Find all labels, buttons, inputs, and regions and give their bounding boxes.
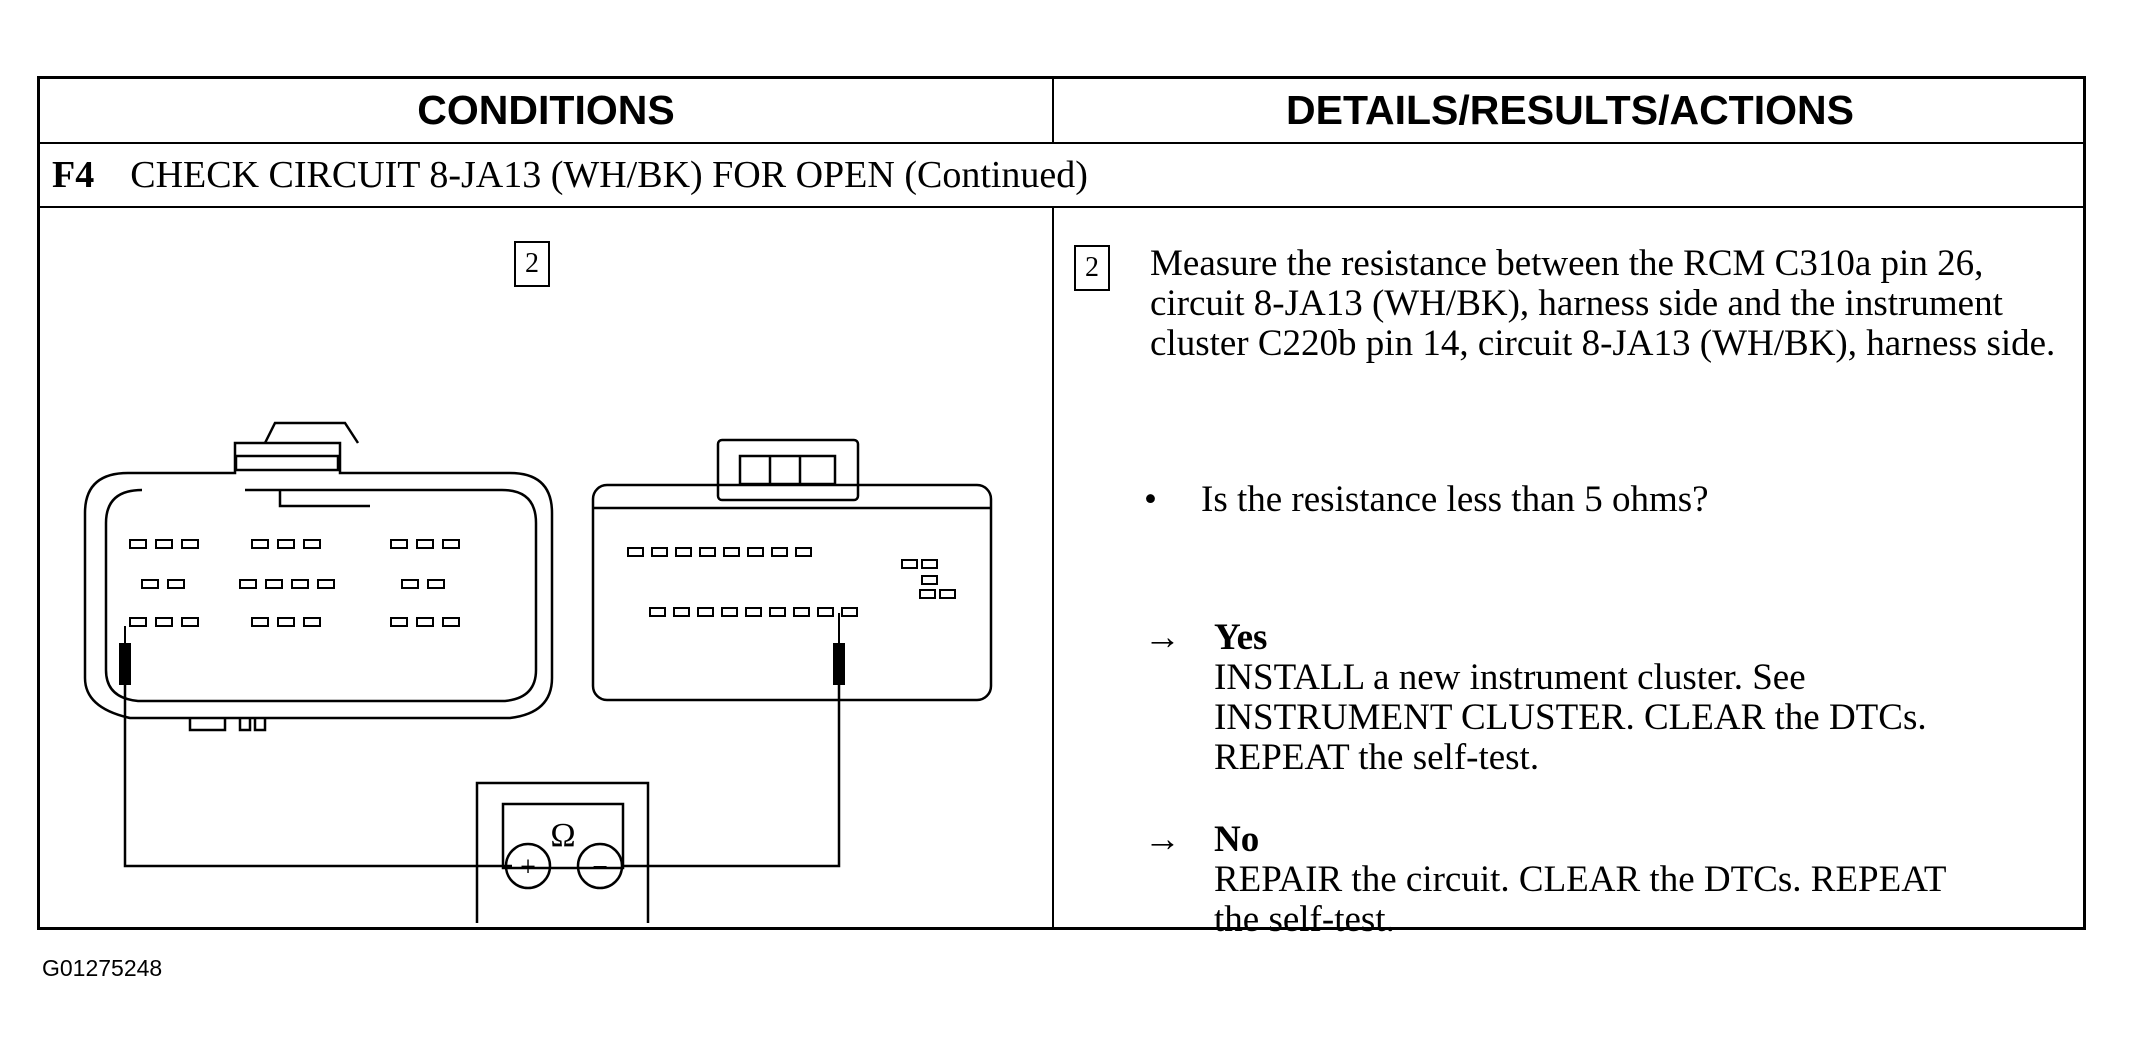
no-outcome: → No REPAIR the circuit. CLEAR the DTCs.…	[1144, 820, 1974, 940]
minus-terminal: −	[592, 852, 608, 883]
detail-step-number: 2	[1074, 245, 1110, 291]
bullet: •	[1144, 479, 1157, 520]
measure-instruction: Measure the resistance between the RCM C…	[1150, 243, 2056, 364]
details-header: DETAILS/RESULTS/ACTIONS	[1054, 79, 2086, 144]
yes-action: INSTALL a new instrument cluster. See IN…	[1214, 657, 1927, 778]
conditions-cell: 2	[40, 208, 1054, 927]
yes-label: Yes	[1214, 617, 1268, 658]
instrument-cluster-connector-icon	[591, 438, 993, 702]
rcm-connector-icon	[83, 421, 554, 732]
details-cell: 2 Measure the resistance between the RCM…	[1054, 208, 2083, 940]
plus-terminal: +	[520, 852, 536, 883]
no-label: No	[1214, 819, 1260, 860]
step-title-row: F4 CHECK CIRCUIT 8-JA13 (WH/BK) FOR OPEN…	[40, 144, 2083, 208]
question-text: Is the resistance less than 5 ohms?	[1201, 479, 1709, 520]
procedure-table: CONDITIONS DETAILS/RESULTS/ACTIONS F4 CH…	[37, 76, 2086, 940]
ohm-symbol: Ω	[550, 817, 575, 854]
arrow-icon: →	[1144, 819, 1181, 860]
arrow-icon: →	[1144, 617, 1181, 658]
diagram-step-number: 2	[514, 241, 550, 287]
ohmmeter-connector-diagram: Ω + −	[83, 421, 993, 923]
yes-outcome: → Yes INSTALL a new instrument cluster. …	[1144, 618, 1974, 778]
step-title: CHECK CIRCUIT 8-JA13 (WH/BK) FOR OPEN (C…	[130, 154, 1088, 196]
no-action: REPAIR the circuit. CLEAR the DTCs. REPE…	[1214, 859, 1946, 940]
ohmmeter-icon	[475, 781, 650, 923]
step-id: F4	[52, 154, 95, 196]
conditions-header: CONDITIONS	[40, 79, 1054, 144]
question-item: • Is the resistance less than 5 ohms?	[1144, 480, 1709, 520]
figure-id: G01275248	[42, 955, 163, 981]
probe-tips	[119, 613, 845, 685]
test-leads	[123, 664, 841, 868]
